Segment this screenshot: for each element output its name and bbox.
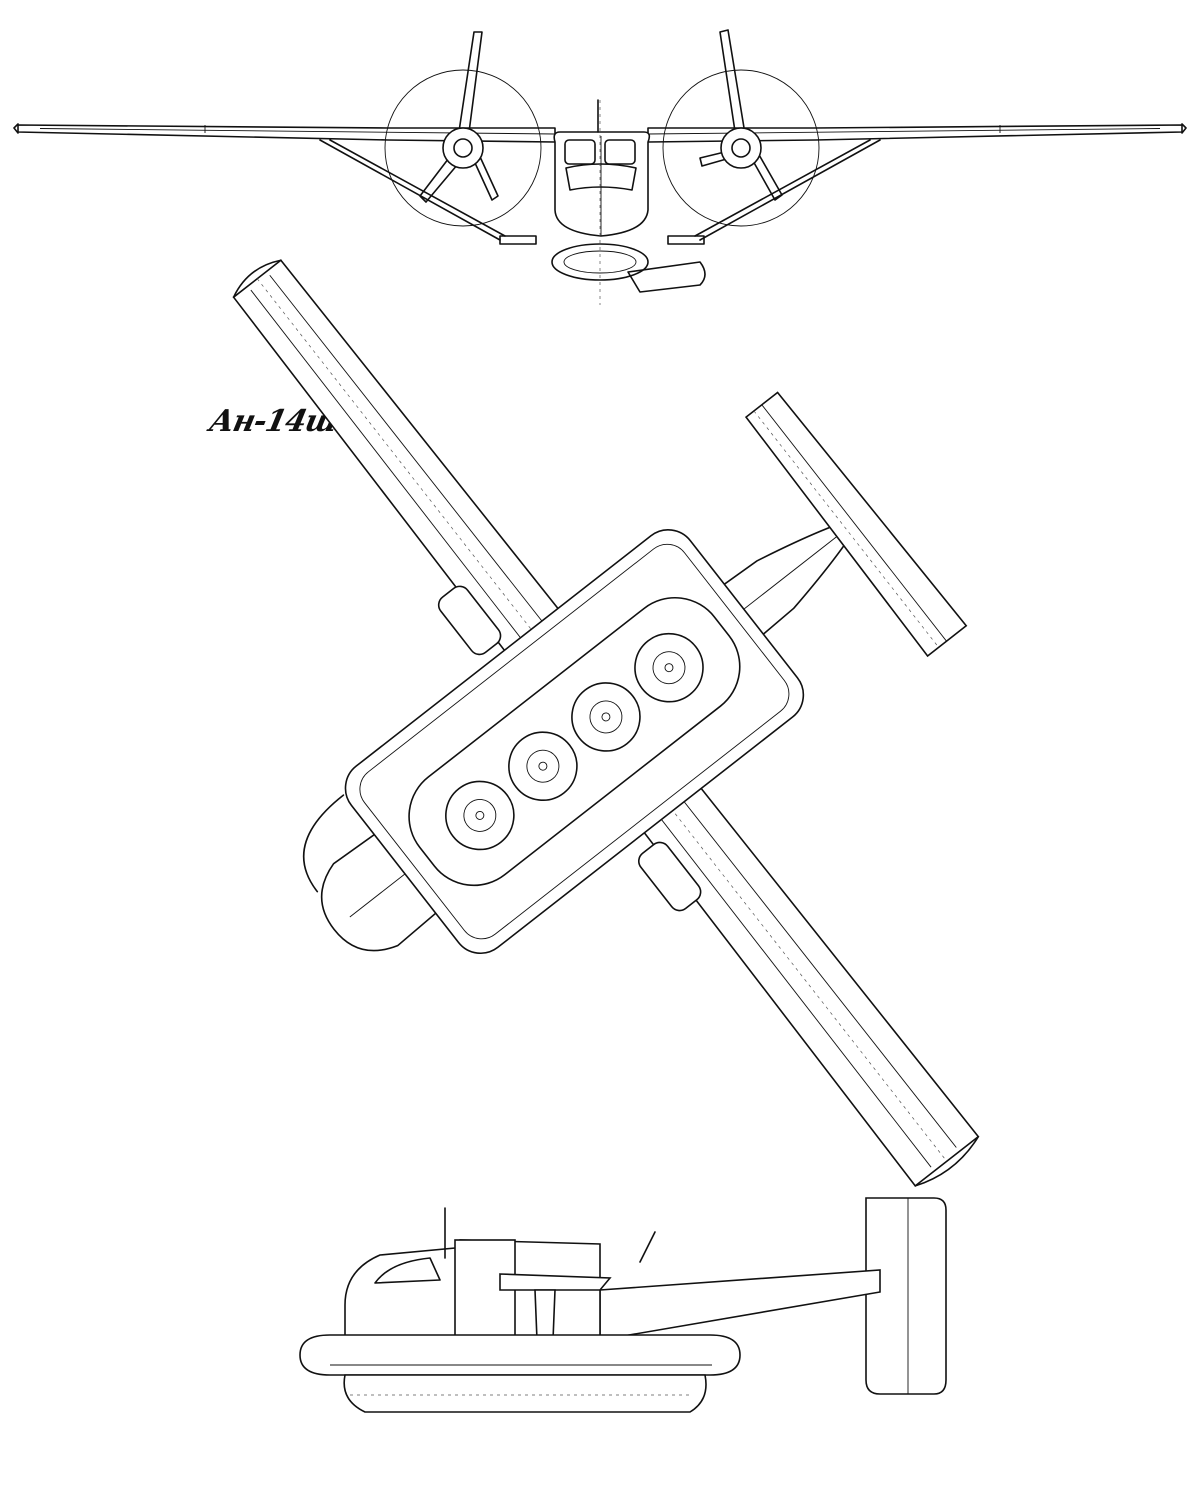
front-view (13, 29, 1187, 305)
air-cushion-hull (344, 529, 805, 955)
tailplane-planform (744, 391, 968, 658)
bottom-view (232, 259, 980, 1188)
